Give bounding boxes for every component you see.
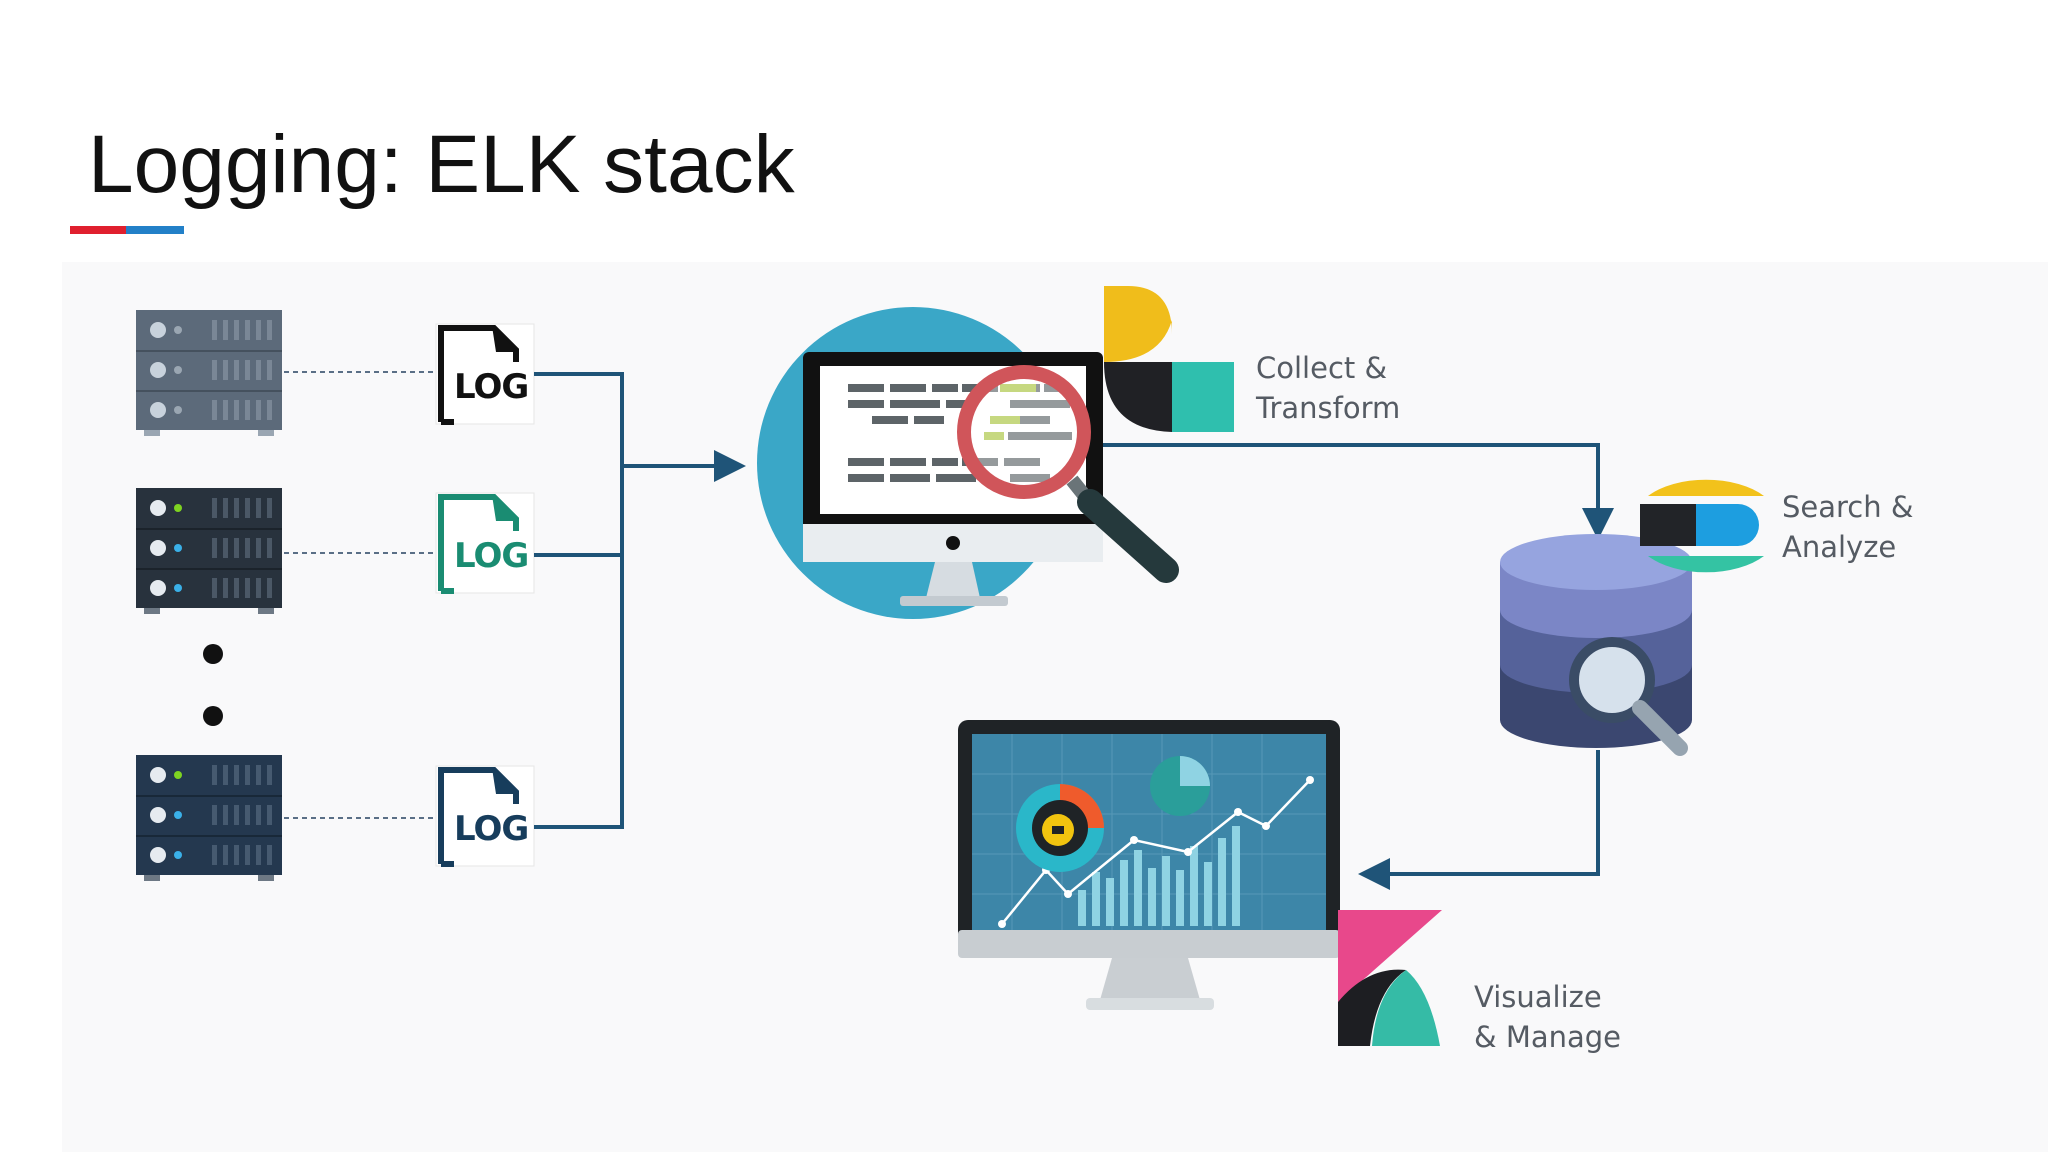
title-underline-red	[70, 226, 126, 234]
ellipsis-dot	[203, 706, 223, 726]
logstash-label-line1: Collect &	[1256, 351, 1388, 385]
dashboard-monitor-illustration	[958, 720, 1340, 1010]
elasticsearch-label-line2: Analyze	[1782, 530, 1897, 564]
elasticsearch-label: Search & Analyze	[1782, 487, 1913, 567]
kibana-label: Visualize & Manage	[1474, 977, 1621, 1057]
svg-text:LOG: LOG	[454, 536, 528, 576]
ellipsis-dot	[203, 644, 223, 664]
logstash-label-line2: Transform	[1256, 391, 1401, 425]
svg-text:LOG: LOG	[454, 809, 528, 849]
log-file-icon: LOG	[435, 323, 535, 425]
server-icon	[136, 488, 282, 614]
server-icon	[136, 755, 282, 881]
page-title: Logging: ELK stack	[88, 119, 795, 210]
arrow-to-kibana	[1358, 750, 1600, 890]
logstash-icon	[1104, 286, 1234, 432]
logstash-label: Collect & Transform	[1256, 348, 1400, 428]
log-file-icon: LOG	[435, 492, 535, 594]
kibana-label-line2: & Manage	[1474, 1020, 1622, 1054]
server-icon	[136, 310, 282, 436]
svg-text:LOG: LOG	[454, 367, 528, 407]
title-underline-blue	[126, 226, 184, 234]
arrow-to-elasticsearch	[1100, 443, 1614, 540]
log-collector-bracket	[534, 372, 624, 829]
database-icon	[1500, 534, 1692, 756]
elasticsearch-icon	[1640, 479, 1764, 573]
server-log-links	[284, 371, 434, 819]
elasticsearch-label-line1: Search &	[1782, 490, 1914, 524]
kibana-icon	[1338, 910, 1442, 1046]
log-file-icon: LOG	[435, 765, 535, 867]
log-monitor-illustration	[757, 307, 1179, 619]
kibana-label-line1: Visualize	[1474, 980, 1602, 1014]
